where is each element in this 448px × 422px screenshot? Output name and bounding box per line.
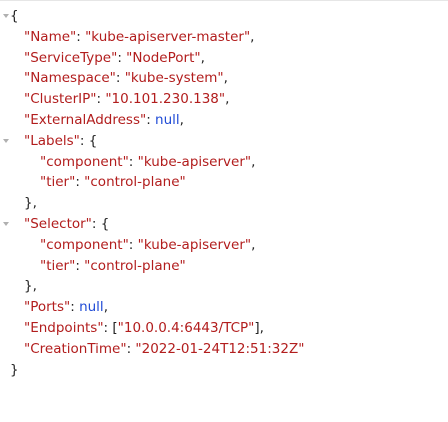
json-key-labels: "Labels" [24, 132, 80, 149]
json-key-clusterip: "ClusterIP" [24, 91, 97, 108]
json-key-name: "Name" [24, 28, 77, 45]
json-key-labels-component: "component" [40, 153, 129, 170]
json-key-selector-tier: "tier" [40, 257, 76, 274]
json-line-endpoints: "Endpoints": ["10.0.0.4:6443/TCP"], [24, 319, 264, 336]
json-selector-close-brace: }, [24, 278, 37, 295]
json-line-ports: "Ports": null, [24, 299, 108, 316]
json-value-creationtime: "2022-01-24T12:51:32Z" [135, 340, 305, 357]
json-value-clusterip: "10.101.230.138" [105, 91, 226, 108]
triangle-down-icon [3, 222, 9, 227]
json-value-labels-component: "kube-apiserver" [137, 153, 252, 170]
json-value-labels-tier: "control-plane" [84, 174, 186, 191]
json-key-creationtime: "CreationTime" [24, 340, 127, 357]
json-value-name: "kube-apiserver-master" [85, 28, 251, 45]
json-key-servicetype: "ServiceType" [24, 49, 118, 66]
json-line-selector-close: }, [0, 276, 448, 297]
triangle-down-icon [3, 139, 9, 144]
json-key-labels-tier: "tier" [40, 174, 76, 191]
json-value-selector-tier: "control-plane" [84, 257, 186, 274]
json-key-selector: "Selector" [24, 215, 92, 232]
json-line-labels-open: "Labels": { [0, 131, 448, 152]
json-key-externaladdress: "ExternalAddress" [24, 111, 147, 128]
json-root-open-line: { [0, 6, 448, 27]
json-line-servicetype: "ServiceType": "NodePort", [24, 49, 205, 66]
json-line-selector-open: "Selector": { [0, 214, 448, 235]
json-line-creationtime: "CreationTime": "2022-01-24T12:51:32Z" [24, 340, 305, 357]
json-root-open-brace: { [10, 8, 19, 24]
json-line-externaladdress: "ExternalAddress": null, [24, 111, 184, 128]
json-key-selector-component: "component" [40, 236, 129, 253]
json-line-selector-tier: "tier": "control-plane" [40, 257, 186, 274]
json-key-ports: "Ports" [24, 299, 71, 316]
json-line-clusterip: "ClusterIP": "10.101.230.138", [24, 91, 230, 108]
json-value-selector-component: "kube-apiserver" [137, 236, 252, 253]
json-key-endpoints: "Endpoints" [24, 319, 104, 336]
json-line-name: "Name": "kube-apiserver-master", [24, 28, 255, 45]
json-viewer: { "Name": "kube-apiserver-master", "Serv… [0, 6, 448, 403]
json-line-selector-component: "component": "kube-apiserver", [40, 236, 256, 253]
top-divider [0, 0, 448, 1]
json-key-namespace: "Namespace" [24, 70, 116, 87]
collapse-toggle-labels[interactable] [2, 131, 10, 152]
json-line-labels-close: }, [0, 193, 448, 214]
json-value-servicetype: "NodePort" [126, 49, 201, 66]
json-value-namespace: "kube-system" [124, 70, 224, 87]
json-value-externaladdress: null [155, 111, 180, 128]
json-value-endpoints-item: "10.0.0.4:6443/TCP" [117, 319, 255, 336]
triangle-down-icon [3, 14, 9, 19]
json-line-labels-tier: "tier": "control-plane" [40, 174, 186, 191]
json-value-ports: null [79, 299, 104, 316]
collapse-toggle-selector[interactable] [2, 214, 10, 235]
json-labels-close-brace: }, [24, 195, 37, 212]
collapse-toggle-root[interactable] [2, 6, 10, 27]
json-root-close-line: } [0, 360, 448, 381]
json-root-close-brace: } [10, 361, 19, 378]
json-line-namespace: "Namespace": "kube-system", [24, 70, 228, 87]
json-line-labels-component: "component": "kube-apiserver", [40, 153, 256, 170]
